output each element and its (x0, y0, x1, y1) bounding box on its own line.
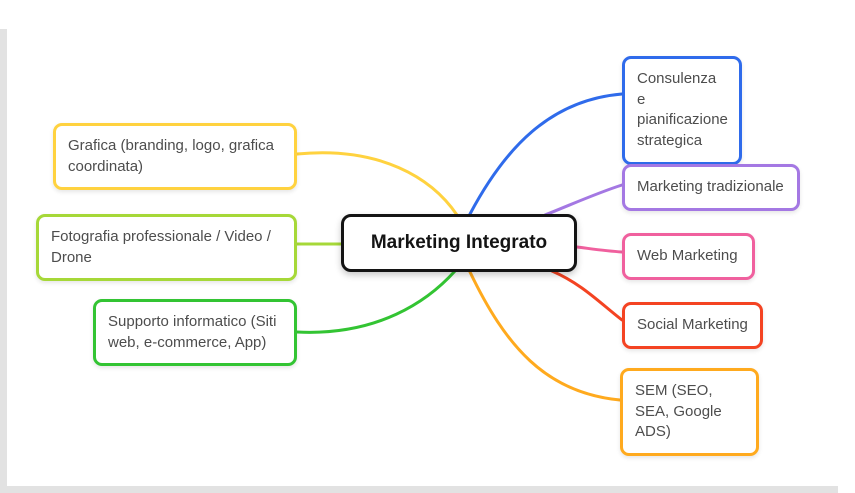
edge-social (550, 269, 624, 322)
edge-consulenza (468, 92, 624, 216)
node-fotografia[interactable]: Fotografia professionale / Video / Drone (36, 214, 297, 282)
node-marketing-tradizionale[interactable]: Marketing tradizionale (622, 164, 800, 211)
node-central-topic[interactable]: Marketing Integrato (341, 214, 577, 272)
edge-sem (468, 270, 622, 402)
edge-grafica (295, 151, 459, 217)
edge-web (575, 245, 624, 254)
node-social-marketing[interactable]: Social Marketing (622, 302, 763, 349)
edge-supporto (295, 269, 457, 334)
node-web-marketing[interactable]: Web Marketing (622, 233, 755, 280)
node-supporto[interactable]: Supporto informatico (Siti web, e-commer… (93, 299, 297, 367)
edge-tradizionale (543, 183, 624, 217)
page-edge-bottom (0, 486, 838, 493)
node-grafica[interactable]: Grafica (branding, logo, grafica coordin… (53, 123, 297, 191)
node-consulenza[interactable]: Consulenza e pianificazione strategica (622, 56, 742, 165)
node-sem[interactable]: SEM (SEO, SEA, Google ADS) (620, 368, 759, 457)
page-edge-left (0, 29, 7, 488)
